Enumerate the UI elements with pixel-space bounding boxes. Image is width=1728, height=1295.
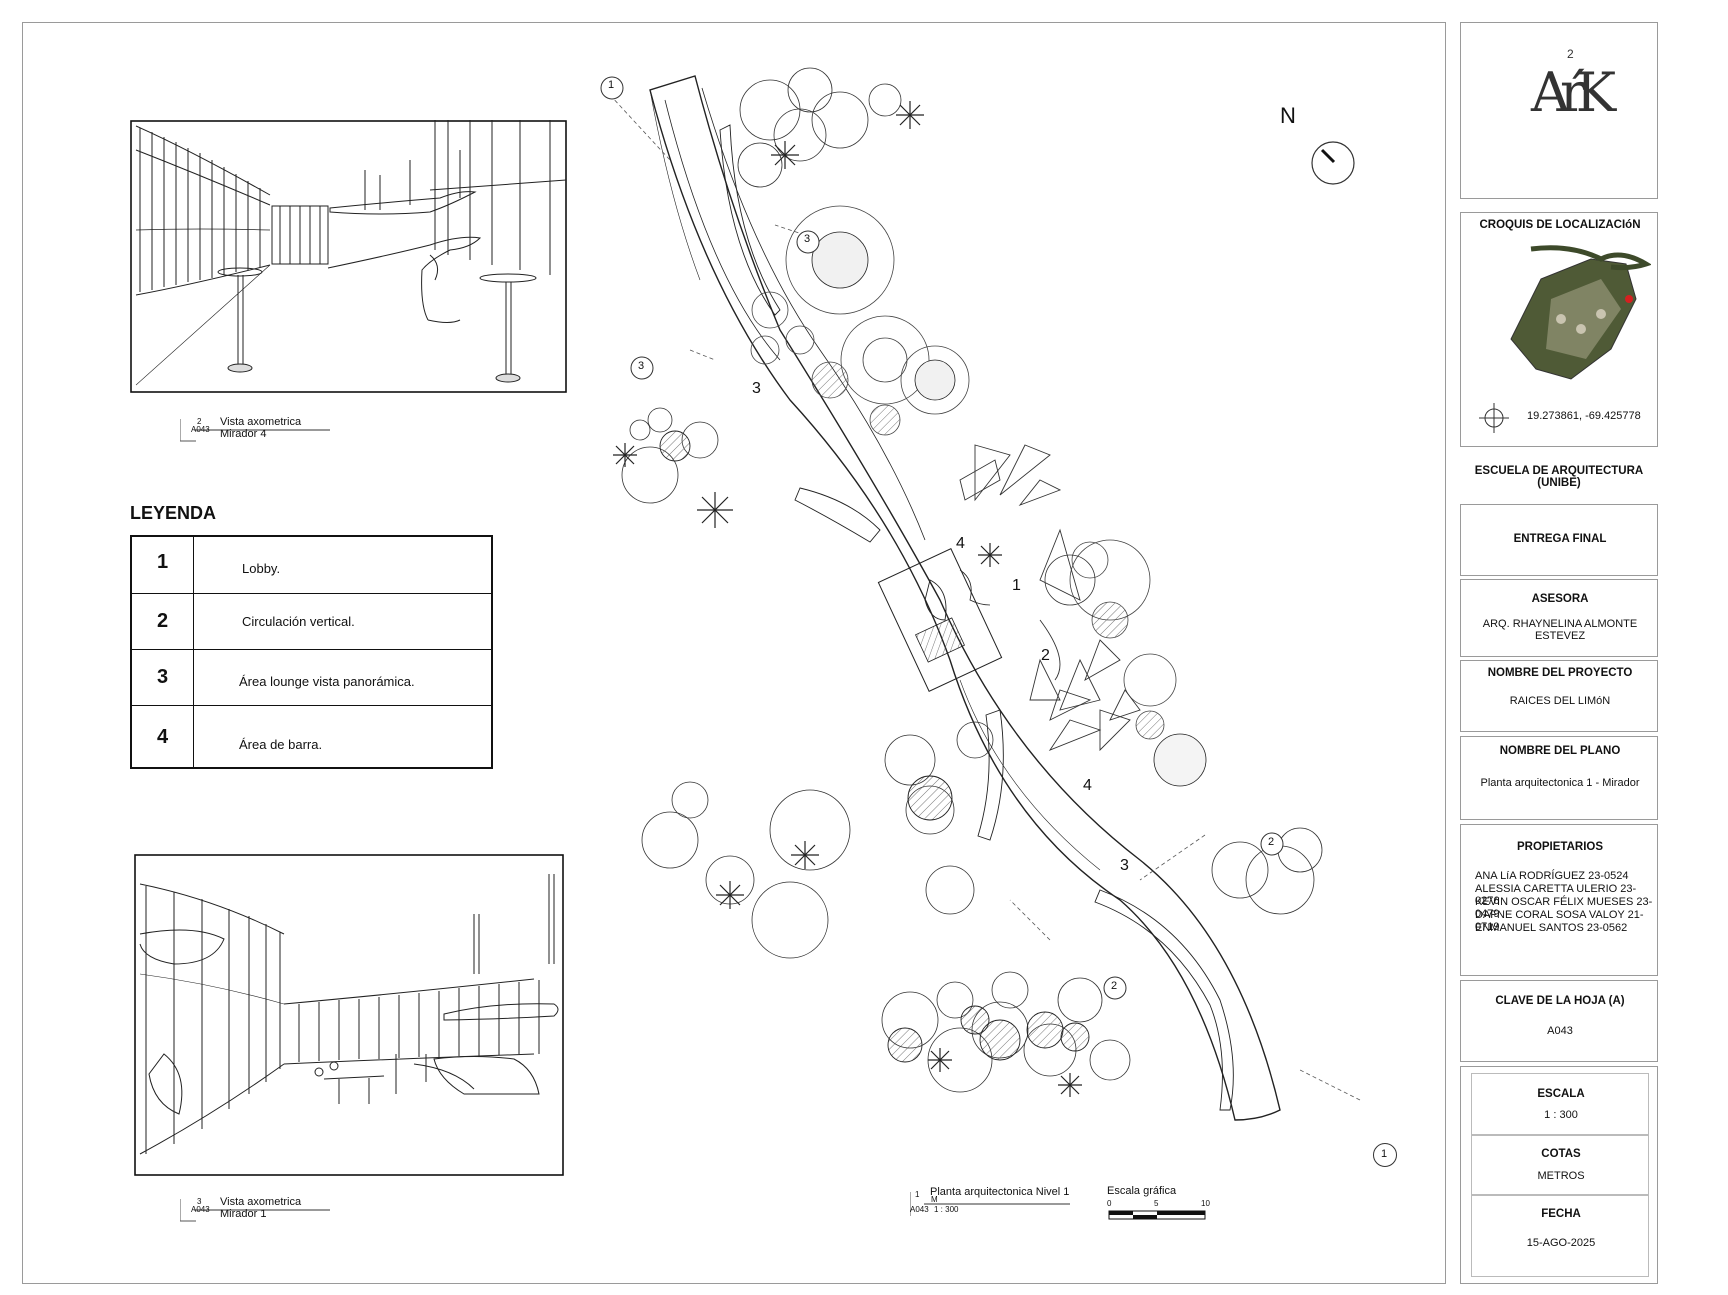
logo-box: AŕK 2	[1460, 22, 1658, 199]
legend-label: Circulación vertical.	[242, 614, 355, 629]
units-cell: COTAS METROS	[1471, 1135, 1649, 1195]
perspective-view-mirador-4	[130, 120, 567, 393]
view-ref-num: 3	[197, 1197, 202, 1206]
project-name: RAICES DEL LIMóN	[1509, 695, 1611, 707]
legend-row: 1 Lobby.	[132, 537, 491, 593]
plan-name-box: NOMBRE DEL PLANO Planta arquitectonica 1…	[1460, 736, 1658, 820]
legend-num: 1	[156, 551, 169, 573]
section-marker-2-south: 2	[1111, 980, 1118, 992]
legend-title: LEYENDA	[130, 503, 217, 523]
north-label: N	[1280, 103, 1296, 128]
legend-row: 4 Área de barra.	[132, 705, 491, 769]
legend-num: 2	[156, 610, 169, 632]
plan-ref-unit: M	[931, 1195, 938, 1204]
north-arrow-icon	[1310, 140, 1356, 186]
view-caption: Vista axometrica Mirador 1	[220, 1196, 302, 1220]
logo-superscript: 2	[1567, 47, 1574, 61]
owner-item: KEVIN OSCAR FÉLIX MUESES 23-0479	[1475, 896, 1653, 920]
room-tag-bar-south: 4	[1083, 777, 1092, 794]
plan-caption: Planta arquitectonica Nivel 1	[930, 1186, 1070, 1198]
legend-divider	[193, 537, 194, 767]
section-marker-1-top: 1	[608, 79, 615, 91]
perspective-view-mirador-1	[134, 854, 564, 1176]
location-map	[1510, 245, 1651, 380]
location-sketch-box: CROQUIS DE LOCALIZACIóN 19.273861, -69.4…	[1460, 212, 1658, 447]
firm-logo: AŕK	[1531, 61, 1616, 124]
crosshair-icon	[1479, 403, 1509, 433]
delivery-box: ENTREGA FINAL	[1460, 504, 1658, 576]
view-caption: Vista axometrica Mirador 4	[220, 416, 302, 440]
legend-row: 3 Área lounge vista panorámica.	[132, 649, 491, 705]
scale-title: ESCALA	[1537, 1088, 1585, 1100]
location-title: CROQUIS DE LOCALIZACIóN	[1479, 219, 1641, 231]
sheet-key: A043	[1547, 1025, 1573, 1037]
view-ref-bottom: 3 A043 Vista axometrica Mirador 1	[179, 1196, 330, 1223]
owner-item: DAFNE CORAL SOSA VALOY 21-0719	[1475, 909, 1644, 933]
view-ref-sheet: A043	[191, 1205, 210, 1214]
legend-num: 3	[156, 666, 169, 688]
room-tag-vertical: 2	[1041, 647, 1050, 664]
date-value: 15-AGO-2025	[1526, 1237, 1596, 1249]
plan-ref: 1 M A043 1 : 300 Planta arquitectonica N…	[909, 1186, 1070, 1218]
room-tag-lounge-south: 3	[1120, 857, 1129, 874]
project-box: NOMBRE DEL PROYECTO RAICES DEL LIMóN	[1460, 660, 1658, 732]
section-marker-1-bottom: 1	[1373, 1143, 1397, 1167]
units-title: COTAS	[1541, 1148, 1581, 1160]
view-ref-sheet: A043	[191, 425, 210, 434]
section-marker-3-north: 3	[804, 233, 811, 245]
plan-ref-num: 1	[915, 1190, 920, 1199]
project-title: NOMBRE DEL PROYECTO	[1487, 667, 1633, 679]
graphic-scale-tick-5: 5	[1154, 1199, 1159, 1208]
legend-table: 1 Lobby. 2 Circulación vertical. 3 Área …	[130, 535, 493, 769]
advisor-title: ASESORA	[1531, 593, 1589, 605]
sheet-key-title: CLAVE DE LA HOJA (A)	[1495, 995, 1625, 1007]
plan-ref-sheet: A043	[910, 1205, 929, 1214]
sheet-border	[22, 22, 1446, 1284]
plan-name-title: NOMBRE DEL PLANO	[1499, 745, 1621, 757]
scale-cell: ESCALA 1 : 300	[1471, 1073, 1649, 1135]
owners-title: PROPIETARIOS	[1516, 841, 1604, 853]
legend-label: Área lounge vista panorámica.	[239, 674, 415, 689]
graphic-scale: Escala gráfica 0 5 10	[1107, 1185, 1217, 1227]
scale-units-date-box: ESCALA 1 : 300 COTAS METROS FECHA 15-AGO…	[1460, 1066, 1658, 1284]
legend-label: Lobby.	[242, 561, 281, 576]
plan-ref-scale: 1 : 300	[934, 1205, 959, 1214]
section-marker-3-west: 3	[638, 360, 645, 372]
date-title: FECHA	[1541, 1208, 1581, 1220]
advisor-name: ARQ. RHAYNELINA ALMONTE ESTEVEZ	[1482, 618, 1638, 642]
advisor-box: ASESORA ARQ. RHAYNELINA ALMONTE ESTEVEZ	[1460, 579, 1658, 657]
room-tag-lobby: 1	[1012, 577, 1021, 594]
scale-value: 1 : 300	[1544, 1109, 1578, 1121]
room-tag-lounge-north: 3	[752, 380, 761, 397]
room-tag-bar-north: 4	[956, 535, 965, 552]
sheet-key-box: CLAVE DE LA HOJA (A) A043	[1460, 980, 1658, 1062]
plan-name: Planta arquitectonica 1 - Mirador	[1480, 777, 1640, 789]
section-marker-1-bottom-label: 1	[1381, 1148, 1388, 1160]
legend-num: 4	[156, 726, 169, 748]
graphic-scale-title: Escala gráfica	[1107, 1185, 1177, 1197]
view-ref-top: 2 A043 Vista axometrica Mirador 4	[179, 416, 330, 443]
section-marker-2-east: 2	[1268, 836, 1275, 848]
date-cell: FECHA 15-AGO-2025	[1471, 1195, 1649, 1277]
site-plan	[580, 60, 1380, 1180]
graphic-scale-tick-0: 0	[1107, 1199, 1112, 1208]
delivery-label: ENTREGA FINAL	[1513, 533, 1607, 545]
owners-box: PROPIETARIOS ANA LíA RODRÍGUEZ 23-0524 A…	[1460, 824, 1658, 976]
owner-item: ENMANUEL SANTOS 23-0562	[1475, 922, 1628, 934]
school-name: ESCUELA DE ARQUITECTURA (UNIBE)	[1474, 465, 1644, 489]
legend-row: 2 Circulación vertical.	[132, 593, 491, 649]
owner-item: ALESSIA CARETTA ULERIO 23-0276	[1475, 883, 1637, 907]
view-ref-num: 2	[197, 417, 202, 426]
legend-label: Área de barra.	[239, 737, 323, 752]
owner-item: ANA LíA RODRÍGUEZ 23-0524	[1475, 870, 1629, 882]
units-value: METROS	[1537, 1170, 1585, 1182]
graphic-scale-tick-10: 10	[1201, 1199, 1210, 1208]
coordinates: 19.273861, -69.425778	[1527, 410, 1641, 422]
